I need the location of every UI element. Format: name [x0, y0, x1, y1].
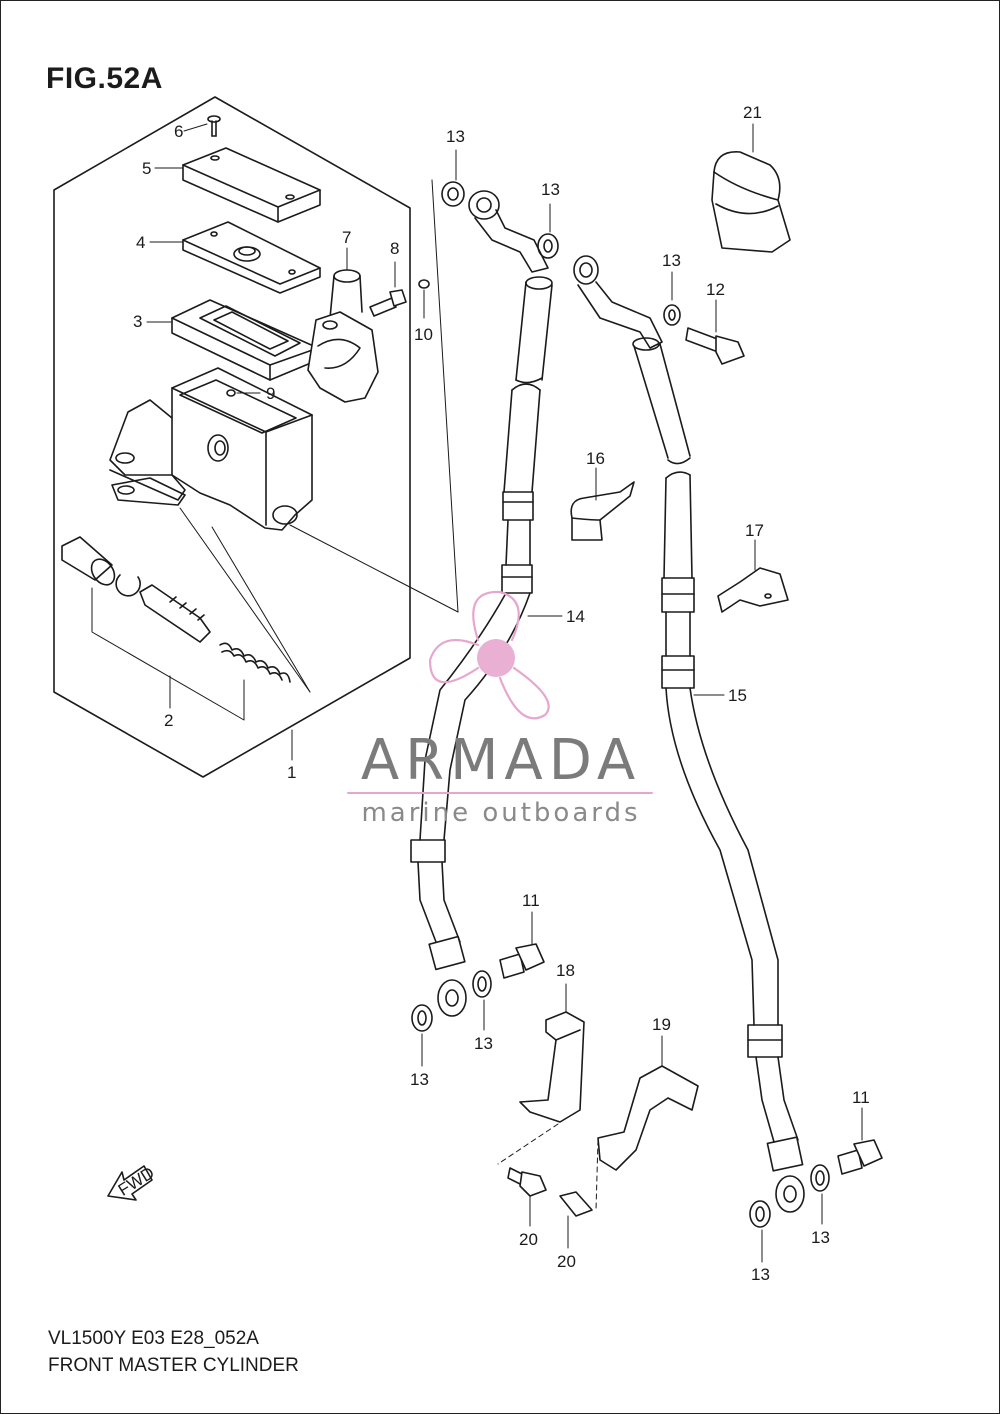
- part-bracket-19[interactable]: [597, 1035, 699, 1171]
- callout-6: 6: [174, 122, 183, 141]
- guide-lines: [497, 1123, 599, 1211]
- part-washer-13f[interactable]: [810, 1164, 830, 1225]
- callout-13g: 13: [751, 1265, 770, 1284]
- callout-13b: 13: [541, 180, 560, 199]
- part-bolt-11b[interactable]: [837, 1107, 883, 1175]
- diagram-name: FRONT MASTER CYLINDER: [48, 1355, 299, 1376]
- callout-labels: 6 5 4 7 8 3 10 9 2 1 13 13 21 13 12 16 1…: [133, 103, 870, 1284]
- part-bolt-20b[interactable]: [559, 1191, 593, 1249]
- part-diaphragm-3[interactable]: [146, 299, 319, 381]
- master-cylinder-group-outline: [53, 96, 411, 778]
- callout-10: 10: [414, 325, 433, 344]
- part-bolt-20a[interactable]: [507, 1167, 547, 1227]
- callout-13f: 13: [811, 1228, 830, 1247]
- callout-5: 5: [142, 159, 151, 178]
- callout-9: 9: [266, 384, 275, 403]
- part-cover-21[interactable]: [711, 123, 791, 253]
- part-washer-13g[interactable]: [749, 1200, 771, 1263]
- callout-1: 1: [287, 763, 296, 782]
- part-plate-4[interactable]: [149, 221, 321, 294]
- callout-13c: 13: [662, 251, 681, 270]
- callout-15: 15: [728, 686, 747, 705]
- callout-16: 16: [586, 449, 605, 468]
- part-washer-13d[interactable]: [472, 970, 492, 1031]
- callout-13a: 13: [446, 127, 465, 146]
- callout-14: 14: [566, 607, 585, 626]
- figure-title: FIG.52A: [46, 62, 163, 95]
- part-bracket-18[interactable]: [519, 983, 585, 1123]
- part-screw-6[interactable]: [183, 115, 221, 137]
- callout-3: 3: [133, 312, 142, 331]
- callout-18: 18: [556, 961, 575, 980]
- part-bolt-11a[interactable]: [499, 911, 545, 979]
- part-10[interactable]: [418, 279, 430, 319]
- watermark-brand: ARMADA: [360, 728, 642, 793]
- callout-17: 17: [745, 521, 764, 540]
- callout-7: 7: [342, 228, 351, 247]
- part-clamp-17[interactable]: [717, 539, 789, 613]
- callout-19: 19: [652, 1015, 671, 1034]
- part-master-cylinder-body[interactable]: [109, 367, 313, 531]
- callout-13e: 13: [410, 1070, 429, 1089]
- callout-11b: 11: [852, 1088, 870, 1107]
- part-bolt-12[interactable]: [685, 299, 745, 365]
- callout-20a: 20: [519, 1230, 538, 1249]
- callout-8: 8: [390, 239, 399, 258]
- fwd-arrow-icon: FWD: [107, 1163, 158, 1201]
- watermark-tagline: marine outboards: [361, 798, 641, 828]
- part-clamp-16[interactable]: [570, 467, 635, 541]
- part-holder-7[interactable]: [307, 247, 379, 403]
- callout-2: 2: [164, 711, 173, 730]
- callout-12: 12: [706, 280, 725, 299]
- callout-20b: 20: [557, 1252, 576, 1271]
- part-cap-5[interactable]: [154, 147, 321, 223]
- callout-4: 4: [136, 233, 145, 252]
- callout-21: 21: [743, 103, 762, 122]
- part-washer-13e[interactable]: [411, 1004, 433, 1067]
- leaders-group: [91, 179, 459, 761]
- part-bolt-8[interactable]: [369, 261, 407, 317]
- callout-11a: 11: [522, 891, 540, 910]
- part-brake-hose-15[interactable]: [573, 255, 805, 1213]
- diagram-code: VL1500Y E03 E28_052A: [48, 1328, 259, 1349]
- part-piston-kit[interactable]: [61, 536, 291, 683]
- callout-13d: 13: [474, 1034, 493, 1053]
- fwd-arrow-label: FWD: [115, 1163, 158, 1200]
- watermark-propeller-icon: [428, 590, 550, 720]
